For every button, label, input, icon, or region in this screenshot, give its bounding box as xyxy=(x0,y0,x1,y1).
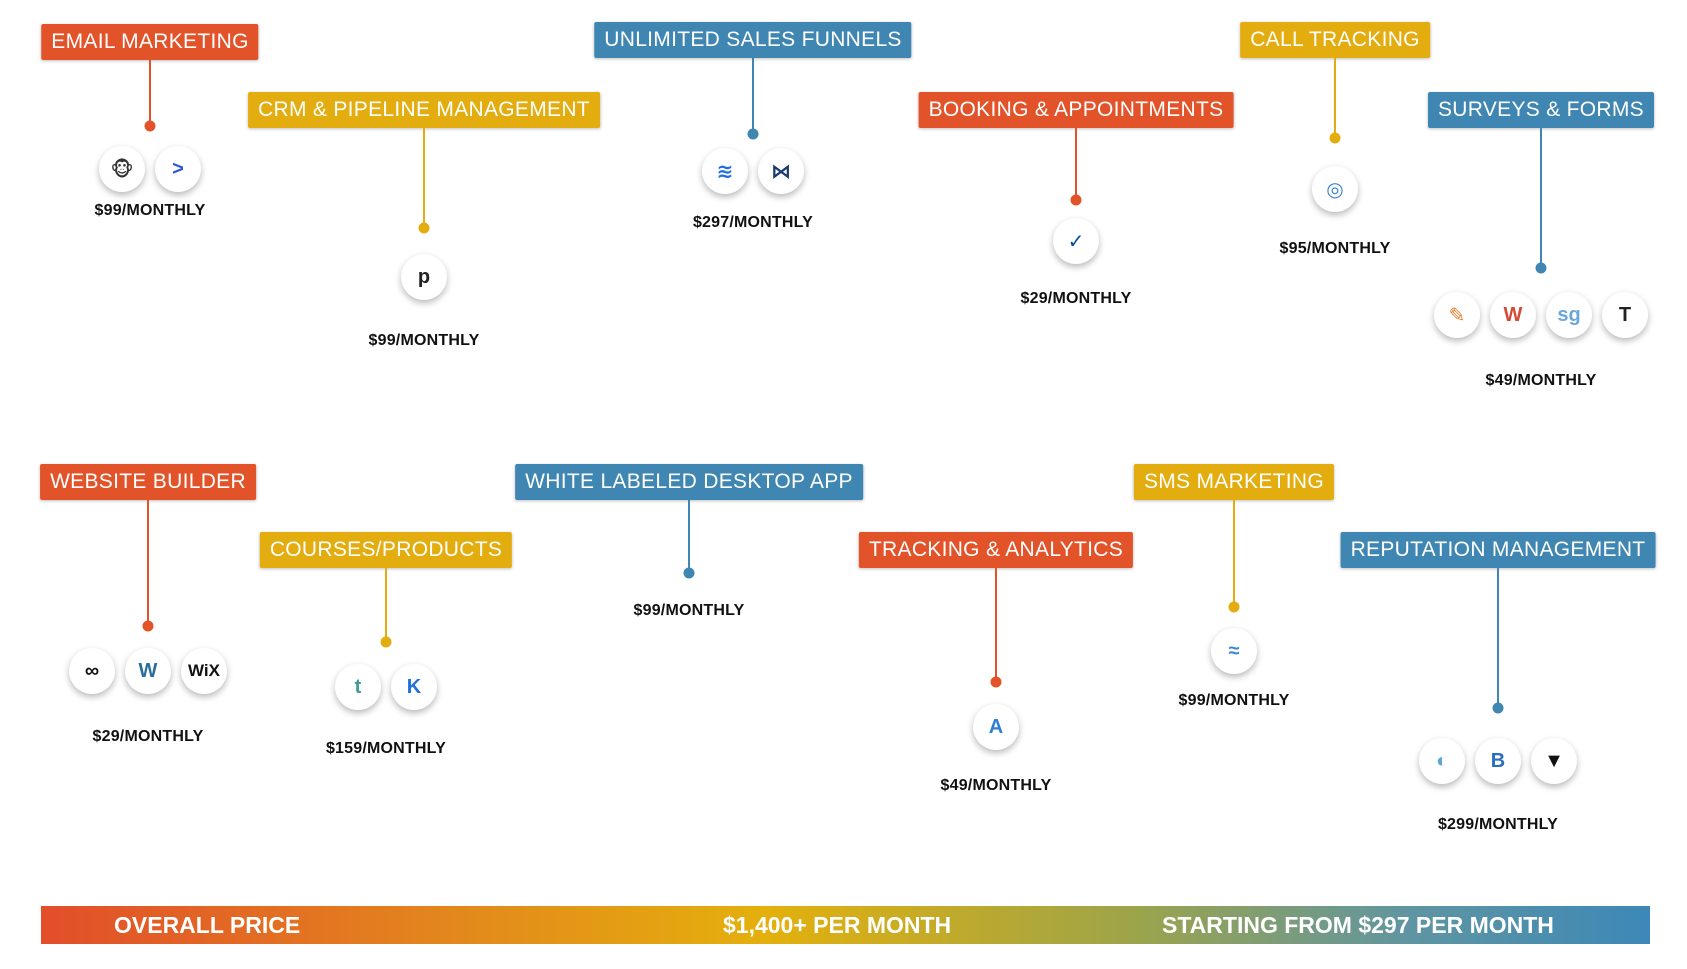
connector-line xyxy=(423,128,425,228)
feature-label: TRACKING & ANALYTICS xyxy=(858,532,1134,568)
tool-icons: ◐B▼ xyxy=(1419,738,1577,784)
connector-line xyxy=(1540,128,1542,268)
overall-price-label: OVERALL PRICE xyxy=(114,912,301,938)
callrail-icon: ◎ xyxy=(1312,166,1358,212)
squarespace-icon: ∞ xyxy=(69,648,115,694)
connector-dot xyxy=(144,120,156,132)
connector-dot xyxy=(380,636,392,648)
connector-dot xyxy=(1228,601,1240,613)
feature-price: $159/MONTHLY xyxy=(325,740,447,757)
feature-label: REPUTATION MANAGEMENT xyxy=(1340,532,1656,568)
tool-icons: 🐵> xyxy=(99,146,201,192)
overall-price-bar: OVERALL PRICE $1,400+ PER MONTH STARTING… xyxy=(41,906,1650,944)
connector-dot xyxy=(683,567,695,579)
feature-label: WHITE LABELED DESKTOP APP xyxy=(515,464,863,500)
tool-icons: ✓ xyxy=(1053,218,1099,264)
feature-label: CRM & PIPELINE MANAGEMENT xyxy=(248,92,600,128)
feature-price: $49/MONTHLY xyxy=(940,777,1052,794)
feature-label: BOOKING & APPOINTMENTS xyxy=(918,92,1234,128)
feature-label: EMAIL MARKETING xyxy=(41,24,259,60)
connector-dot xyxy=(1070,194,1082,206)
feature-price: $99/MONTHLY xyxy=(633,602,745,619)
connector-dot xyxy=(990,676,1002,688)
starting-price-label: STARTING FROM $297 PER MONTH xyxy=(1162,912,1554,938)
feature-label: COURSES/PRODUCTS xyxy=(259,532,513,568)
tool-icons: ◎ xyxy=(1312,166,1358,212)
feature-price: $99/MONTHLY xyxy=(94,202,206,219)
connector-line xyxy=(149,60,151,126)
analytics-icon: A xyxy=(973,704,1019,750)
tool-icons: ≈ xyxy=(1211,628,1257,674)
feature-label: WEBSITE BUILDER xyxy=(40,464,256,500)
feature-price: $99/MONTHLY xyxy=(1178,692,1290,709)
tool-icons: p xyxy=(401,254,447,300)
brand-b-icon: B xyxy=(1475,738,1521,784)
feature-label: SURVEYS & FORMS xyxy=(1428,92,1654,128)
feature-price: $99/MONTHLY xyxy=(368,332,480,349)
birdeye-icon: ◐ xyxy=(1419,738,1465,784)
wufoo-icon: W xyxy=(1490,292,1536,338)
tool-icons: ≋⋈ xyxy=(702,148,804,194)
layers-icon: ≋ xyxy=(702,148,748,194)
wordpress-icon: W xyxy=(125,648,171,694)
wix-icon: WiX xyxy=(181,648,227,694)
feature-price: $29/MONTHLY xyxy=(1020,290,1132,307)
connector-dot xyxy=(747,128,759,140)
connector-dot xyxy=(1492,702,1504,714)
jotform-icon: ✎ xyxy=(1434,292,1480,338)
surveygizmo-icon: sg xyxy=(1546,292,1592,338)
connector-line xyxy=(385,568,387,642)
feature-price: $299/MONTHLY xyxy=(1437,816,1559,833)
connector-line xyxy=(752,58,754,134)
connector-line xyxy=(1334,58,1336,138)
feature-price: $49/MONTHLY xyxy=(1485,372,1597,389)
connector-line xyxy=(688,500,690,573)
connector-line xyxy=(1233,500,1235,607)
calendly-icon: ✓ xyxy=(1053,218,1099,264)
connector-dot xyxy=(1329,132,1341,144)
feature-price: $95/MONTHLY xyxy=(1279,240,1391,257)
connector-line xyxy=(147,500,149,626)
clickfunnels-icon: ⋈ xyxy=(758,148,804,194)
pipedrive-icon: p xyxy=(401,254,447,300)
feature-price: $297/MONTHLY xyxy=(692,214,814,231)
connector-dot xyxy=(142,620,154,632)
feature-label: UNLIMITED SALES FUNNELS xyxy=(594,22,912,58)
connector-line xyxy=(1497,568,1499,708)
podium-icon: ▼ xyxy=(1531,738,1577,784)
tool-icons: A xyxy=(973,704,1019,750)
connector-dot xyxy=(418,222,430,234)
feature-price: $29/MONTHLY xyxy=(92,728,204,745)
typeform-icon: T xyxy=(1602,292,1648,338)
teachable-icon: t xyxy=(335,664,381,710)
feature-label: SMS MARKETING xyxy=(1133,464,1335,500)
feature-label: CALL TRACKING xyxy=(1240,22,1430,58)
mailchimp-icon: 🐵 xyxy=(99,146,145,192)
connector-line xyxy=(1075,128,1077,200)
sms-chevrons-icon: ≈ xyxy=(1211,628,1257,674)
connector-line xyxy=(995,568,997,682)
total-price-label: $1,400+ PER MONTH xyxy=(723,912,952,938)
connector-dot xyxy=(1535,262,1547,274)
kajabi-icon: K xyxy=(391,664,437,710)
activecampaign-icon: > xyxy=(155,146,201,192)
